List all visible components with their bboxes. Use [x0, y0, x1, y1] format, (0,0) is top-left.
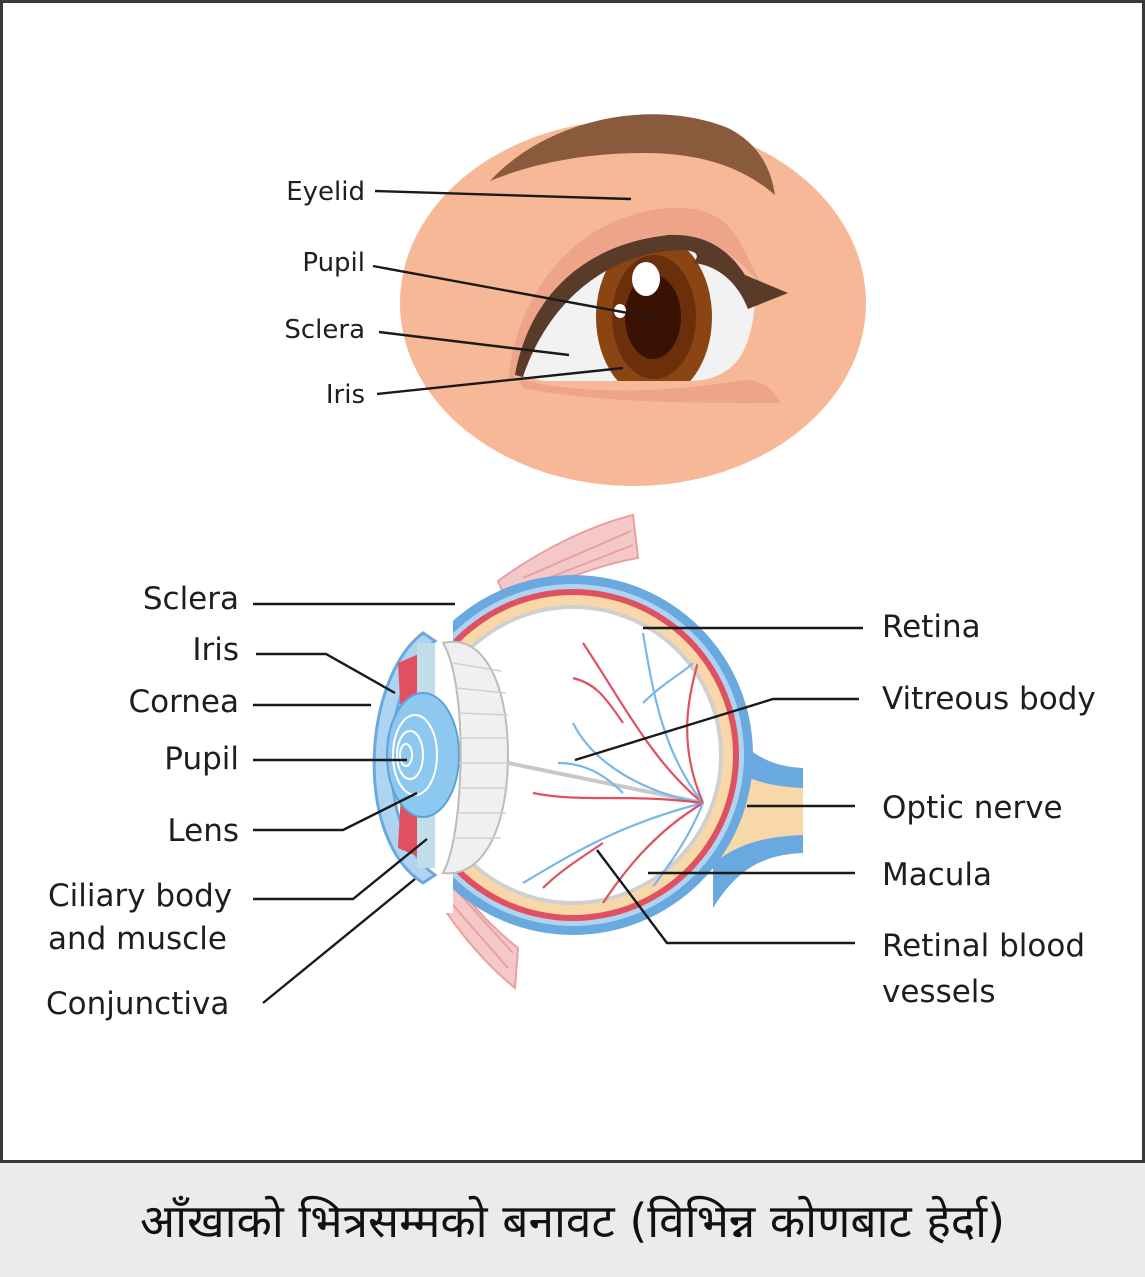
lens-fibers [441, 640, 510, 875]
label-pupil-external: Pupil [302, 248, 365, 278]
eyelash-line [515, 234, 788, 377]
label-iris-external: Iris [326, 380, 365, 410]
retinal-vessels [522, 632, 705, 904]
label-sclera-cross: Sclera [143, 581, 239, 617]
caption-bar: आँखाको भित्रसम्मको बनावट (विभिन्न कोणबाट… [0, 1163, 1145, 1277]
label-vessels-line1: Retinal blood [882, 928, 1085, 964]
eyebrow [490, 114, 775, 195]
label-sclera-external: Sclera [284, 315, 365, 345]
eye-highlight [632, 262, 660, 296]
label-vitreous-body: Vitreous body [882, 681, 1096, 717]
label-lens: Lens [167, 813, 239, 849]
label-ciliary-line2: and muscle [48, 921, 227, 957]
label-ciliary-line1: Ciliary body [48, 878, 232, 914]
label-pupil-cross: Pupil [164, 741, 239, 777]
label-optic-nerve: Optic nerve [882, 790, 1063, 826]
label-retina: Retina [882, 609, 981, 645]
label-cornea: Cornea [128, 684, 239, 720]
diagram-frame: Eyelid Pupil Sclera Iris [0, 0, 1145, 1163]
upper-eyelid [508, 207, 763, 381]
vitreous-chamber [427, 609, 719, 901]
label-iris-cross: Iris [192, 632, 239, 668]
label-vessels-line2: vessels [882, 974, 996, 1010]
eye-anatomy-diagram: Eyelid Pupil Sclera Iris [46, 114, 1096, 1022]
label-eyelid: Eyelid [286, 177, 365, 207]
lower-eyelid [518, 378, 781, 404]
label-macula: Macula [882, 857, 992, 893]
label-conjunctiva: Conjunctiva [46, 986, 229, 1022]
caption-text: आँखाको भित्रसम्मको बनावट (विभिन्न कोणबाट… [139, 1194, 1006, 1248]
eye-cross-section: Sclera Iris Cornea Pupil Lens Ciliary bo… [46, 513, 1096, 1022]
external-eye-illustration: Eyelid Pupil Sclera Iris [284, 114, 866, 486]
